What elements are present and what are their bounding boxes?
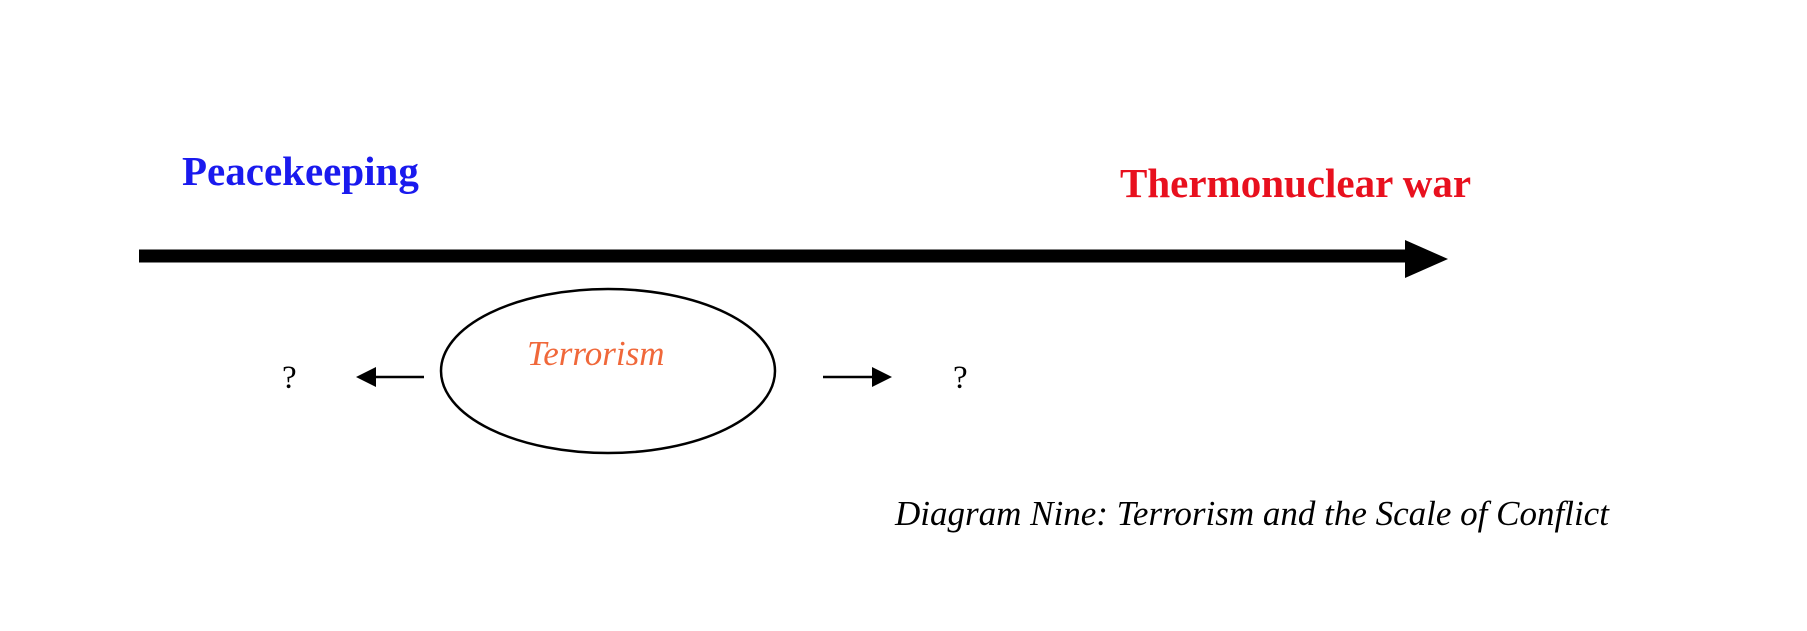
peacekeeping-label: Peacekeeping <box>182 148 419 194</box>
right-arrow <box>823 367 892 387</box>
diagram-caption: Diagram Nine: Terrorism and the Scale of… <box>895 494 1609 533</box>
right-question-mark: ? <box>953 360 968 396</box>
terrorism-ellipse <box>439 287 777 455</box>
thermonuclear-war-label: Thermonuclear war <box>1120 160 1472 206</box>
terrorism-label: Terrorism <box>527 334 665 373</box>
left-arrow <box>356 367 424 387</box>
conflict-scale-arrow <box>139 240 1448 278</box>
left-question-mark: ? <box>282 360 297 396</box>
